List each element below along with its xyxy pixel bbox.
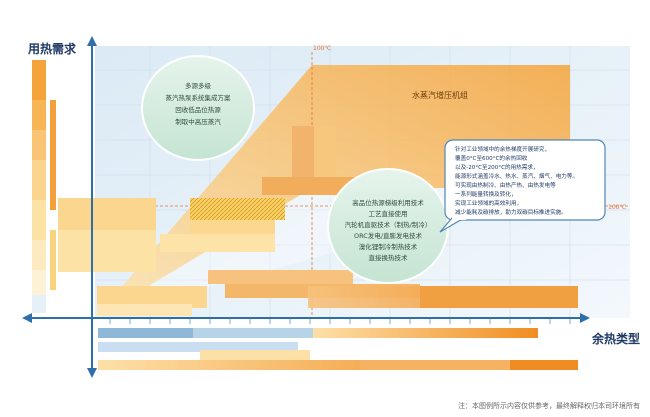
hp-block-1 — [292, 126, 314, 180]
callout-line-5: 可实现由热制冷、由热产热、由热发电等 — [455, 181, 556, 189]
x-axis-arrow-right — [580, 313, 590, 323]
circle-multi-source — [141, 55, 255, 161]
circle1-line-4: 制取中高压蒸汽 — [175, 117, 221, 126]
x-axis-arrow-left — [22, 313, 32, 323]
left-temp-scale — [32, 60, 56, 313]
hp-block-4 — [190, 220, 275, 234]
temp-100c-right-label: 100℃ — [608, 204, 626, 211]
x-axis-title: 余热类型 — [592, 332, 641, 346]
circle1-line-3: 回收低品位热源 — [175, 105, 221, 114]
callout-line-6: 一系列能量转换及转化， — [455, 190, 517, 198]
hatched-zone — [190, 198, 285, 220]
steam-compressor-zone — [95, 65, 570, 318]
circle2-line-5: 溴化锂制冷制热技术 — [359, 242, 418, 251]
callout-line-7: 实现工业领域的高效利用， — [455, 199, 522, 207]
y-axis-title: 用热需求 — [28, 42, 77, 56]
circle2-line-6: 直接换热技术 — [369, 253, 409, 262]
footnote: 注：本图例所示内容仅供参考，最终解释权归本司环境所有 — [458, 402, 640, 410]
circle2-line-3: 汽轮机直驱技术（制热/制冷） — [345, 220, 432, 229]
circle2-line-2: 工艺直接使用 — [369, 209, 408, 218]
callout-text: 针对工业领域中的余热梯度开展研究， 覆盖0°C至600°C的余热回收 以及-20… — [455, 145, 578, 216]
circle1-line-2: 蒸汽热泵系统集成方案 — [166, 93, 232, 102]
y-axis-arrow-down — [87, 368, 97, 378]
callout-line-4: 能源形式涵盖冷水、热水、蒸汽、烟气、电力等。 — [455, 172, 578, 180]
steam-compressor-label: 水蒸汽增压机组 — [412, 90, 468, 100]
callout-line-3: 以及-20°C至200°C的用热需求， — [455, 163, 539, 171]
temp-100c-top-label: 100℃ — [313, 45, 331, 52]
circle2-line-4: ORC发电/直膨发电技术 — [354, 231, 423, 240]
callout-box — [439, 139, 606, 233]
circle-high-grade-text: 高品位热源梯级利用技术 工艺直接使用 汽轮机直驱技术（制热/制冷） ORC发电/… — [345, 198, 432, 262]
bottom-temp-scale — [98, 328, 578, 370]
bar-row-1 — [208, 270, 353, 284]
bar-row-5 — [97, 286, 207, 308]
x-axis-ticks — [109, 318, 571, 324]
bar-row-6 — [97, 304, 192, 316]
callout-line-2: 覆盖0°C至600°C的余热回收 — [455, 154, 528, 162]
left-box-2 — [58, 230, 156, 272]
hp-block-2 — [314, 126, 336, 180]
callout-line-1: 针对工业领域中的余热梯度开展研究， — [455, 145, 550, 153]
callout-line-8: 减少能耗及碳排放，助力双碳目标推进实施。 — [455, 208, 567, 216]
y-axis-arrow-up — [87, 36, 97, 46]
hp-block-5 — [160, 234, 275, 252]
left-box-1 — [58, 198, 156, 230]
circle1-line-1: 多源多级 — [185, 81, 212, 90]
hp-block-3 — [262, 177, 358, 195]
circle-multi-source-text: 多源多级 蒸汽热泵系统集成方案 回收低品位热源 制取中高压蒸汽 — [166, 81, 232, 126]
bar-row-4 — [420, 286, 578, 308]
circle2-line-1: 高品位热源梯级利用技术 — [352, 198, 424, 207]
